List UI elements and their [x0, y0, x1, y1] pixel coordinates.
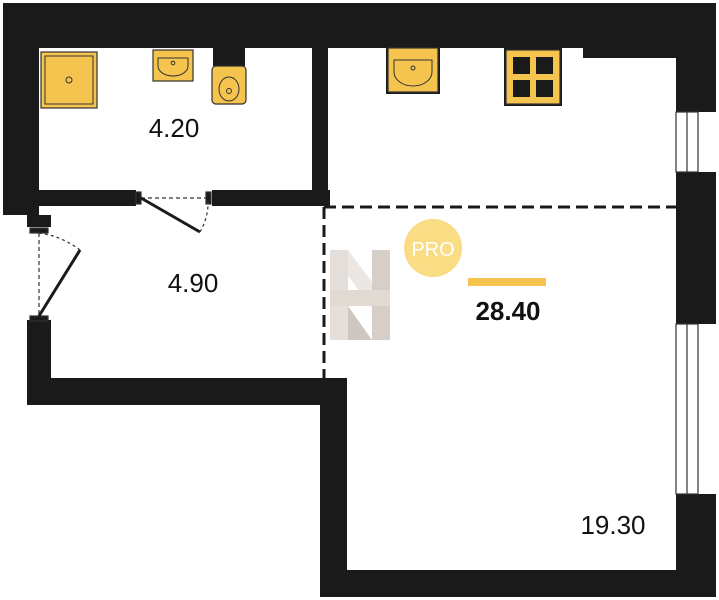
zone-divider — [322, 205, 676, 378]
kitchen-sink-icon — [386, 46, 440, 94]
walls — [3, 3, 716, 597]
toilet-icon — [211, 48, 247, 105]
accent-bar — [468, 278, 546, 286]
shower-tray-icon — [40, 51, 98, 109]
washbasin-icon — [152, 49, 194, 82]
pro-badge: PRO — [404, 219, 462, 277]
room-area-living: 19.30 — [580, 510, 645, 540]
room-area-hallway: 4.90 — [168, 268, 219, 298]
room-area-bathroom: 4.20 — [149, 113, 200, 143]
total-area: 28.40 — [475, 296, 540, 326]
door-icon — [29, 191, 212, 322]
stove-icon — [504, 48, 562, 106]
brand-logo-icon — [330, 250, 390, 340]
window-icon — [675, 111, 699, 495]
pro-badge-text: PRO — [411, 239, 454, 261]
